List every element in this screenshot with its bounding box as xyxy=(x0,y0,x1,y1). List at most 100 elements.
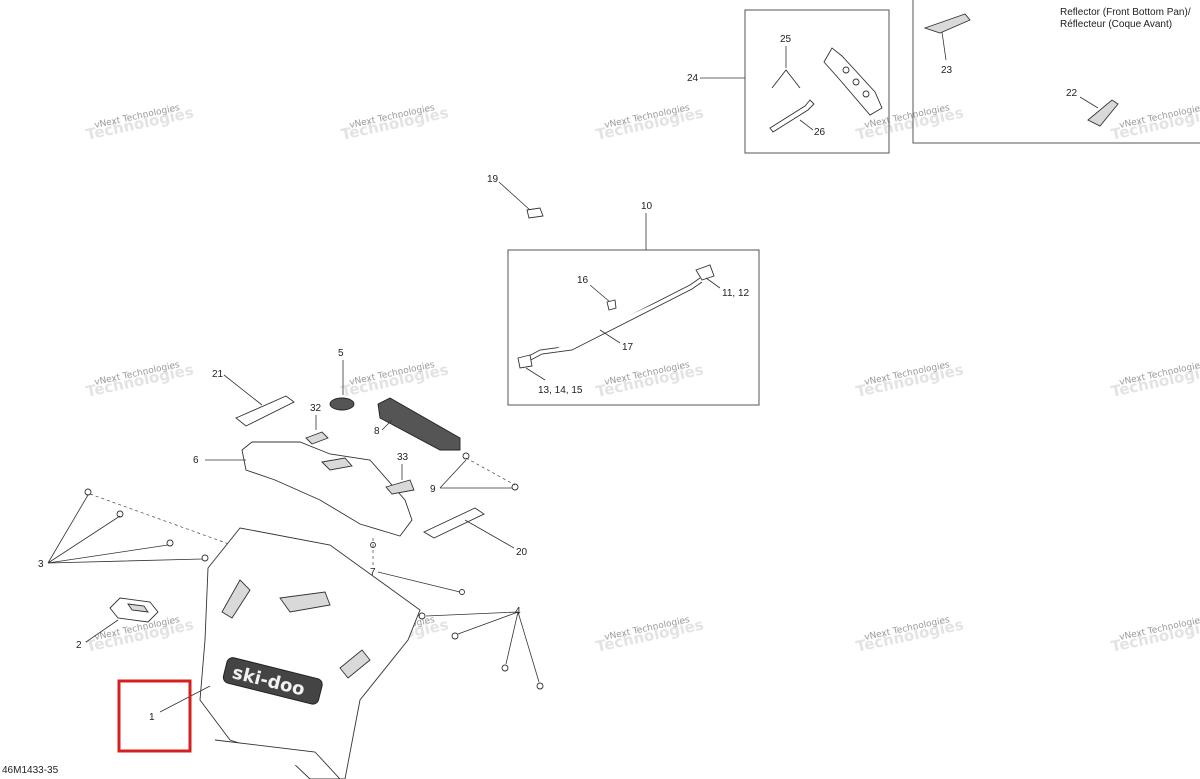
watermark: Technologies vNext Technologies xyxy=(594,360,705,401)
reflector-20[interactable] xyxy=(423,507,485,539)
wrench-26[interactable] xyxy=(769,99,815,133)
spanner-hole xyxy=(852,78,860,86)
watermark: Technologies vNext Technologies xyxy=(854,615,965,656)
leader-26 xyxy=(799,119,814,131)
callout-13-14-15: 13, 14, 15 xyxy=(538,385,583,396)
callout-3: 3 xyxy=(38,559,44,570)
watermark: Technologies vNext Technologies xyxy=(594,615,705,656)
cable-17-edge xyxy=(526,281,703,363)
leader-13-14-15 xyxy=(525,367,546,381)
leader-8 xyxy=(381,419,393,431)
cable-frame xyxy=(507,249,760,406)
callout-22: 22 xyxy=(1066,88,1078,99)
callout-5: 5 xyxy=(338,348,344,359)
callout-1: 1 xyxy=(149,712,155,723)
key-25[interactable] xyxy=(771,69,801,89)
callout-21: 21 xyxy=(212,369,224,380)
fastener-7[interactable] xyxy=(459,589,465,595)
fastener-3[interactable] xyxy=(201,554,209,562)
leader-7 xyxy=(377,571,461,593)
callout-6: 6 xyxy=(193,455,199,466)
leader-22 xyxy=(1079,96,1099,109)
watermark: Technologies vNext Technologies xyxy=(339,360,450,401)
callout-9: 9 xyxy=(430,484,436,495)
reflector-title-line1: Reflector (Front Bottom Pan)/ xyxy=(1060,7,1191,18)
fastener-4[interactable] xyxy=(451,632,459,640)
leader-4 xyxy=(425,611,540,683)
spanner-hole xyxy=(862,90,870,98)
fastener-3[interactable] xyxy=(116,510,124,518)
clip-16[interactable] xyxy=(606,299,617,311)
connector-13-14-15[interactable] xyxy=(517,354,533,369)
connector-11-12[interactable] xyxy=(695,264,715,281)
leader-23 xyxy=(941,31,947,61)
dash-3 xyxy=(89,493,241,549)
pan-vent-left xyxy=(221,579,251,619)
upper-panel-6[interactable] xyxy=(241,441,413,537)
tool-kit-frame xyxy=(744,9,890,154)
brand-logo-badge xyxy=(222,657,323,705)
cable-group: 10 17 11, 12 16 13, 14, 15 xyxy=(507,201,760,406)
brand-logo: ski-doo xyxy=(222,657,323,705)
clip-19[interactable] xyxy=(526,207,544,219)
watermark: Technologies vNext Technologies xyxy=(1109,615,1200,656)
callout-23: 23 xyxy=(941,65,953,76)
callout-10: 10 xyxy=(641,201,653,212)
callout-19: 19 xyxy=(487,174,499,185)
emblem-5[interactable] xyxy=(329,397,355,411)
callout-4: 4 xyxy=(515,606,521,617)
fastener-4[interactable] xyxy=(501,664,509,672)
decal-32[interactable] xyxy=(305,431,329,445)
vent-grille-8[interactable] xyxy=(377,397,461,451)
front-assembly: 21 5 32 8 6 33 9 20 xyxy=(38,348,544,779)
watermark: Technologies vNext Technologies xyxy=(854,360,965,401)
front-bottom-pan-1[interactable] xyxy=(199,527,421,779)
leader-20 xyxy=(464,519,515,549)
watermark: Technologies vNext Technologies xyxy=(1109,103,1200,144)
selected-part-highlight[interactable] xyxy=(117,679,192,753)
reflector-21[interactable] xyxy=(235,395,295,427)
leader-19 xyxy=(498,181,531,211)
fastener-9[interactable] xyxy=(511,483,519,491)
leader-11-12 xyxy=(705,277,721,289)
fastener-3[interactable] xyxy=(166,539,174,547)
panel-6-recess xyxy=(321,457,353,471)
watermark: Technologies vNext Technologies xyxy=(84,103,195,144)
leader-9 xyxy=(439,459,512,489)
fastener-4[interactable] xyxy=(536,682,544,690)
part-19-group: 19 xyxy=(487,174,544,219)
watermark: Technologies vNext Technologies xyxy=(594,103,705,144)
pan-lower-edge xyxy=(214,739,341,779)
tool-kit-group: 24 25 26 xyxy=(687,9,890,154)
leader-3 xyxy=(47,494,203,564)
callout-7: 7 xyxy=(370,567,376,578)
leader-1 xyxy=(159,685,211,713)
callout-17: 17 xyxy=(622,342,634,353)
callout-16: 16 xyxy=(577,275,589,286)
callout-25: 25 xyxy=(780,34,792,45)
reflector-23[interactable] xyxy=(923,13,971,34)
watermark: Technologies vNext Technologies xyxy=(84,360,195,401)
watermark: Technologies vNext Technologies xyxy=(339,103,450,144)
reflector-22[interactable] xyxy=(1087,99,1119,127)
callout-32: 32 xyxy=(310,403,322,414)
dash-9 xyxy=(465,457,516,486)
callout-2: 2 xyxy=(76,640,82,651)
leader-17 xyxy=(599,329,621,344)
cable-17[interactable] xyxy=(524,277,701,359)
fastener-9[interactable] xyxy=(462,452,470,460)
reflector-2-inner xyxy=(127,603,149,613)
diagram-id: 46M1433-35 xyxy=(2,765,59,776)
pan-vent-right xyxy=(339,649,371,679)
callout-24: 24 xyxy=(687,73,699,84)
reflector-group: Reflector (Front Bottom Pan)/ Réflecteur… xyxy=(912,0,1200,144)
leader-2 xyxy=(85,619,119,643)
callout-33: 33 xyxy=(397,452,409,463)
callout-26: 26 xyxy=(814,127,826,138)
decal-33[interactable] xyxy=(385,479,415,495)
watermark: Technologies vNext Technologies xyxy=(1109,360,1200,401)
pan-recess xyxy=(279,591,331,613)
leader-21 xyxy=(223,374,263,406)
callout-11-12: 11, 12 xyxy=(722,288,749,299)
